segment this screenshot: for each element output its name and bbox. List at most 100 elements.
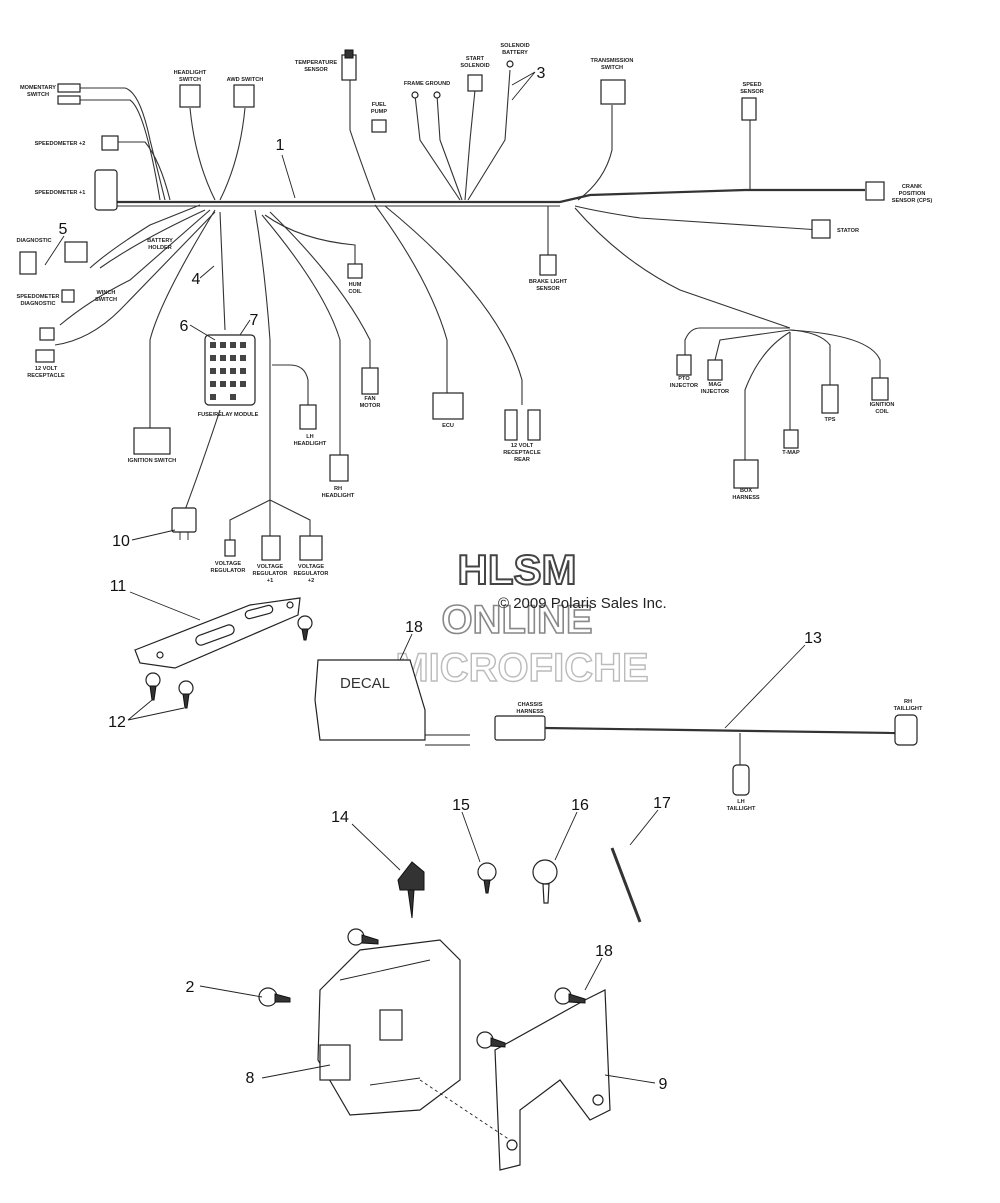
screw-2 — [258, 987, 291, 1007]
callout-numbers: 1 2 3 4 5 6 7 8 9 10 11 12 13 14 15 16 1… — [59, 65, 822, 1093]
label-speedometer-1: SPEEDOMETER +1 — [35, 190, 86, 196]
callout-2: 2 — [186, 979, 195, 996]
brake-light-sensor — [539, 254, 557, 276]
callout-4: 4 — [192, 271, 201, 288]
clamp-16 — [532, 859, 558, 904]
label-awd-switch: AWD SWITCH — [227, 77, 264, 83]
callout-1: 1 — [276, 137, 285, 154]
cable-tie-17 — [610, 847, 642, 923]
frame-ground-terminal-1 — [411, 91, 419, 99]
callout-16: 16 — [571, 797, 589, 814]
speedometer-diagnostic-connector — [61, 289, 75, 303]
callout-15: 15 — [452, 797, 470, 814]
crank-position-sensor — [865, 181, 885, 201]
battery-holder — [64, 241, 88, 263]
label-frame-ground: FRAME GROUND — [404, 81, 450, 87]
voltage-regulator-connector — [224, 539, 236, 557]
tmap-connector — [783, 429, 799, 449]
fan-motor-connector — [361, 367, 379, 395]
temperature-sensor — [341, 49, 357, 81]
callout-13: 13 — [804, 630, 822, 647]
label-fuse-relay-module: FUSE/RELAY MODULE — [198, 412, 259, 418]
callout-12: 12 — [108, 714, 126, 731]
screw-18 — [554, 987, 586, 1005]
voltage-regulator-1-connector — [261, 535, 281, 561]
label-stator: STATOR — [837, 228, 859, 234]
tps-connector — [821, 384, 839, 414]
callout-5: 5 — [59, 221, 68, 238]
screw-12b — [178, 680, 194, 709]
callout-18-screw: 18 — [595, 943, 613, 960]
label-tps: TPS — [825, 417, 836, 423]
callout-11: 11 — [110, 578, 127, 595]
fuse-relay-module — [204, 334, 256, 406]
relay-part-10 — [171, 507, 197, 540]
label-ignition-switch: IGNITION SWITCH — [128, 458, 176, 464]
mag-injector-connector — [707, 359, 723, 381]
callout-10: 10 — [112, 533, 130, 550]
label-diagnostic: DIAGNOSTIC — [16, 238, 51, 244]
label-tmap: T-MAP — [782, 450, 800, 456]
speed-sensor — [741, 97, 757, 121]
voltage-regulator-2-connector — [299, 535, 323, 561]
rh-headlight-connector — [329, 454, 349, 482]
watermark: HLSM ONLINE MICROFICHE © 2009 Polaris Sa… — [395, 545, 667, 691]
transmission-switch — [600, 79, 626, 105]
screw-module-top — [347, 928, 379, 946]
winch-switch-connector — [39, 327, 55, 341]
awd-switch — [233, 84, 255, 108]
decal-module-18: DECAL — [314, 659, 470, 746]
callout-3: 3 — [537, 65, 546, 82]
frame-ground-terminal-2 — [433, 91, 441, 99]
callout-9: 9 — [659, 1076, 668, 1093]
speedometer-1-connector — [94, 169, 118, 211]
dashed-alignment-line — [419, 1079, 511, 1141]
watermark-microfiche: MICROFICHE — [395, 646, 648, 690]
stator-connector — [811, 219, 831, 239]
pto-injector-connector — [676, 354, 692, 376]
callout-14: 14 — [331, 809, 349, 826]
ignition-switch — [133, 427, 171, 455]
diagnostic-connector — [19, 251, 37, 275]
momentary-switch-connector — [57, 83, 81, 105]
receptacle-rear-connector — [504, 409, 541, 441]
screw-bracket — [476, 1031, 506, 1049]
headlight-switch — [179, 84, 201, 108]
screw-12a — [145, 672, 161, 701]
receptacle-12v-connector — [35, 349, 55, 363]
hum-coil-connector — [347, 263, 363, 279]
mounting-plate-11 — [134, 597, 301, 669]
label-speedometer-2: SPEEDOMETER +2 — [35, 141, 86, 147]
callout-18-decal: 18 — [405, 619, 423, 636]
ignition-coil-connector — [871, 377, 889, 401]
start-solenoid-connector — [467, 74, 483, 92]
main-harness — [54, 69, 881, 560]
speedometer-2-connector — [101, 135, 119, 151]
